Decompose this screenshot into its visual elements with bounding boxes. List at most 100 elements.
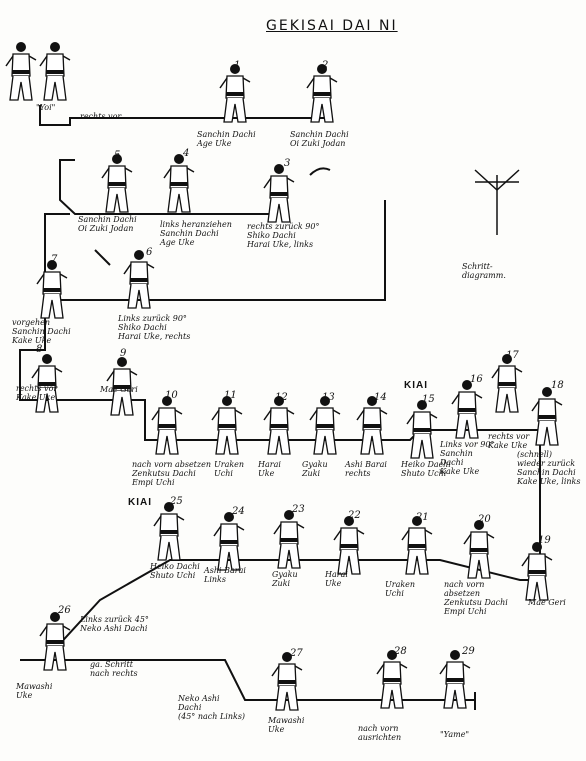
step-number-26: 26: [58, 605, 71, 616]
karateka-figure-17: [491, 354, 523, 413]
step-label-23: Gyaku Zuki: [272, 570, 298, 588]
step-number-25: 25: [170, 496, 183, 507]
step-label-19: Mae Geri: [528, 598, 566, 607]
karateka-figure-21: [401, 516, 433, 575]
step-label-28: nach vorn ausrichten: [358, 724, 402, 742]
karateka-figure-7: [36, 260, 68, 319]
karateka-figure-29: [439, 650, 471, 709]
karateka-figure-14: [356, 396, 388, 455]
schritt-diagram-icon: [474, 169, 520, 235]
step-label-25: Heiko Dachi Shuto Uchi: [150, 562, 200, 580]
karateka-figure-12: [263, 396, 295, 455]
step-number-12: 12: [275, 392, 288, 403]
step-label-21: Uraken Uchi: [385, 580, 416, 598]
karateka-figure-13: [309, 396, 341, 455]
yoi-label: "Yoi": [36, 103, 56, 112]
step-label-6: Links zurück 90° Shiko Dachi Harai Uke, …: [118, 314, 191, 341]
step-label-26: Mawashi Uke: [16, 682, 53, 700]
step-label-9: Mae Geri: [100, 385, 138, 394]
karateka-figure-26: [39, 612, 71, 671]
step-label-15: Heiko Dachi Shuto Uchi: [401, 460, 451, 478]
links-zurueck-45-label: Links zurück 45° Neko Ashi Dachi: [80, 615, 149, 633]
step-number-14: 14: [374, 392, 387, 403]
step-label-3: rechts zurück 90° Shiko Dachi Harai Uke,…: [247, 222, 320, 249]
step-label-16: Links vor 90° Sanchin Dachi Kake Uke: [440, 440, 495, 476]
step-number-27: 27: [290, 648, 303, 659]
step-number-24: 24: [232, 506, 245, 517]
step-label-22: Harai Uke: [325, 570, 348, 588]
karateka-figure-10: [151, 396, 183, 455]
karateka-figure-15: [406, 400, 438, 459]
step-number-23: 23: [292, 504, 305, 515]
karateka-figure-6: [123, 250, 155, 309]
step-number-9: 9: [120, 348, 127, 359]
karateka-figure-3: [263, 164, 295, 223]
step-number-6: 6: [146, 247, 153, 258]
step-label-17: rechts vor Kake Uke: [488, 432, 530, 450]
step-label-18: (schnell) wieder zurück Sanchin Dachi Ka…: [517, 450, 581, 486]
step-label-20: nach vorn absetzen Zenkutsu Dachi Empi U…: [444, 580, 508, 616]
karateka-figure-4: [163, 154, 195, 213]
step-number-21: 21: [416, 512, 429, 523]
karateka-figure-5: [101, 154, 133, 213]
step-label-13: Gyaku Zuki: [302, 460, 328, 478]
step-number-28: 28: [394, 646, 407, 657]
karateka-figure-28: [376, 650, 408, 709]
step-number-10: 10: [165, 390, 178, 401]
karateka-figure-yoi-a: [5, 42, 37, 101]
step-number-15: 15: [422, 394, 435, 405]
rechts-vor-start-label: rechts vor: [80, 112, 122, 121]
karateka-figure-1: [219, 64, 251, 123]
step-number-29: 29: [462, 646, 475, 657]
step-label-29: "Yame": [440, 730, 470, 739]
step-number-11: 11: [224, 390, 237, 401]
step-label-24: Ashi Barai Links: [204, 566, 246, 584]
step-number-2: 2: [322, 60, 329, 71]
karateka-figure-16: [451, 380, 483, 439]
neko-ashi-45-label: Neko Ashi Dachi (45° nach Links): [178, 694, 246, 721]
karateka-figure-27: [271, 652, 303, 711]
karateka-figure-24: [213, 512, 245, 571]
step-number-22: 22: [348, 510, 361, 521]
step-label-12: Harai Uke: [258, 460, 281, 478]
step-label-14: Ashi Barai rechts: [345, 460, 387, 478]
karateka-figure-22: [333, 516, 365, 575]
step-number-8: 8: [36, 344, 43, 355]
step-number-5: 5: [114, 150, 121, 161]
step-number-1: 1: [234, 60, 241, 71]
karateka-figure-23: [273, 510, 305, 569]
karateka-figure-20: [463, 520, 495, 579]
step-number-4: 4: [183, 148, 190, 159]
step-number-13: 13: [322, 392, 335, 403]
step-label-10: nach vorn absetzen Zenkutsu Dachi Empi U…: [132, 460, 211, 487]
karateka-figure-2: [306, 64, 338, 123]
step-number-18: 18: [551, 380, 564, 391]
step-number-7: 7: [51, 254, 58, 265]
step-number-3: 3: [284, 158, 291, 169]
step-number-16: 16: [470, 374, 483, 385]
step-label-8: rechts vor Kake Uke: [16, 384, 58, 402]
kiai-label-25: KIAI: [128, 497, 152, 508]
step-label-1: Sanchin Dachi Age Uke: [197, 130, 256, 148]
step-number-20: 20: [478, 514, 491, 525]
step-label-2: Sanchin Dachi Oi Zuki Jodan: [290, 130, 349, 148]
karateka-figure-yoi-b: [39, 42, 71, 101]
kiai-label-15: KIAI: [404, 380, 428, 391]
step-label-4: links heranziehen Sanchin Dachi Age Uke: [160, 220, 232, 247]
page-title: GEKISAI DAI NI: [266, 18, 398, 34]
step-label-11: Uraken Uchi: [214, 460, 245, 478]
step-label-27: Mawashi Uke: [268, 716, 305, 734]
step-label-7: vorgehen Sanchin Dachi Kake Uke: [12, 318, 71, 345]
karateka-figure-11: [211, 396, 243, 455]
karateka-figure-9: [106, 357, 138, 416]
karateka-figure-25: [153, 502, 185, 561]
schritt-diagram-label: Schritt- diagramm.: [462, 262, 506, 280]
karateka-figure-18: [531, 387, 563, 446]
schritt-nach-rechts-label: ga. Schritt nach rechts: [90, 660, 138, 678]
karateka-figure-19: [521, 542, 553, 601]
step-number-17: 17: [506, 350, 519, 361]
step-label-5: Sanchin Dachi Oi Zuki Jodan: [78, 215, 137, 233]
step-number-19: 19: [538, 535, 551, 546]
karateka-figure-8: [31, 354, 63, 413]
